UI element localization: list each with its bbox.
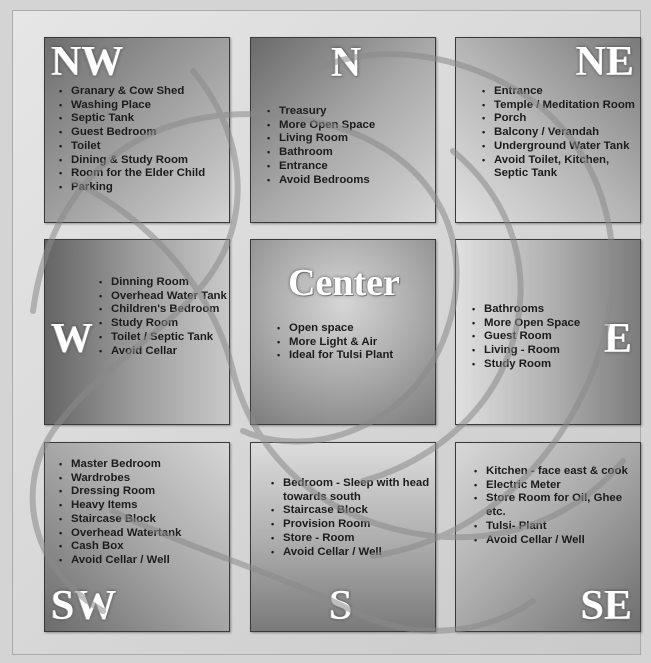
list-item: Study Room [97, 317, 227, 331]
direction-label-w: W [51, 318, 93, 360]
direction-label-center: Center [251, 264, 437, 302]
item-list-se: Kitchen - face east & cook Electric Mete… [472, 465, 636, 547]
item-list-ne: Entrance Temple / Meditation Room Porch … [480, 85, 638, 181]
list-item: Children's Bedroom [97, 303, 227, 317]
list-item: Staircase Block [57, 513, 225, 527]
direction-label-s: S [329, 585, 352, 627]
list-item: Bathroom [265, 146, 431, 160]
list-item: Store Room for Oil, Ghee etc. [472, 492, 636, 519]
list-item: Staircase Block [269, 504, 431, 518]
list-item: Dining & Study Room [57, 154, 225, 168]
list-item: Guest Room [470, 330, 636, 344]
direction-label-se: SE [581, 585, 632, 627]
item-list-n: Treasury More Open Space Living Room Bat… [265, 105, 431, 187]
list-item: Electric Meter [472, 479, 636, 493]
cell-ne: NE Entrance Temple / Meditation Room Por… [455, 37, 641, 223]
item-list-sw: Master Bedroom Wardrobes Dressing Room H… [57, 458, 225, 568]
list-item: Toilet / Septic Tank [97, 331, 227, 345]
list-item: Tulsi- Plant [472, 520, 636, 534]
list-item: Avoid Cellar / Well [57, 554, 225, 568]
list-item: Avoid Toilet, Kitchen, Septic Tank [480, 154, 638, 181]
cell-n: N Treasury More Open Space Living Room B… [250, 37, 436, 223]
cell-center: Center Open space More Light & Air Ideal… [250, 239, 436, 425]
direction-label-n: N [331, 42, 361, 84]
list-item: Heavy Items [57, 499, 225, 513]
direction-label-ne: NE [576, 41, 634, 83]
list-item: Living Room [265, 132, 431, 146]
list-item: Treasury [265, 105, 431, 119]
list-item: Parking [57, 181, 225, 195]
list-item: Granary & Cow Shed [57, 85, 225, 99]
list-item: Avoid Bedrooms [265, 174, 431, 188]
list-item: Temple / Meditation Room [480, 99, 638, 113]
list-item: Avoid Cellar / Well [472, 534, 636, 548]
list-item: Dinning Room [97, 276, 227, 290]
list-item: Ideal for Tulsi Plant [275, 349, 433, 363]
list-item: Living - Room [470, 344, 636, 358]
item-list-w: Dinning Room Overhead Water Tank Childre… [97, 276, 227, 358]
list-item: Wardrobes [57, 472, 225, 486]
list-item: Entrance [265, 160, 431, 174]
list-item: Overhead Water Tank [97, 290, 227, 304]
list-item: More Light & Air [275, 336, 433, 350]
list-item: Bedroom - Sleep with head towards south [269, 477, 431, 504]
direction-label-sw: SW [51, 585, 116, 627]
list-item: Toilet [57, 140, 225, 154]
list-item: Study Room [470, 358, 636, 372]
list-item: Underground Water Tank [480, 140, 638, 154]
list-item: Open space [275, 322, 433, 336]
list-item: Overhead Watertank [57, 527, 225, 541]
list-item: Store - Room [269, 532, 431, 546]
cell-s: Bedroom - Sleep with head towards south … [250, 442, 436, 632]
list-item: Septic Tank [57, 112, 225, 126]
list-item: Balcony / Verandah [480, 126, 638, 140]
list-item: Master Bedroom [57, 458, 225, 472]
list-item: Entrance [480, 85, 638, 99]
cell-nw: NW Granary & Cow Shed Washing Place Sept… [44, 37, 230, 223]
cell-w: W Dinning Room Overhead Water Tank Child… [44, 239, 230, 425]
list-item: Bathrooms [470, 303, 636, 317]
item-list-center: Open space More Light & Air Ideal for Tu… [275, 322, 433, 363]
list-item: Dressing Room [57, 485, 225, 499]
list-item: Porch [480, 112, 638, 126]
list-item: Guest Bedroom [57, 126, 225, 140]
list-item: More Open Space [470, 317, 636, 331]
list-item: Kitchen - face east & cook [472, 465, 636, 479]
item-list-s: Bedroom - Sleep with head towards south … [269, 477, 431, 559]
list-item: More Open Space [265, 119, 431, 133]
direction-label-nw: NW [51, 41, 123, 83]
vastu-grid: NW Granary & Cow Shed Washing Place Sept… [12, 10, 641, 655]
list-item: Avoid Cellar / Well [269, 546, 431, 560]
cell-e: E Bathrooms More Open Space Guest Room L… [455, 239, 641, 425]
list-item: Cash Box [57, 540, 225, 554]
item-list-nw: Granary & Cow Shed Washing Place Septic … [57, 85, 225, 195]
list-item: Room for the Elder Child [57, 167, 225, 181]
cell-se: Kitchen - face east & cook Electric Mete… [455, 442, 641, 632]
item-list-e: Bathrooms More Open Space Guest Room Liv… [470, 303, 636, 372]
cell-sw: Master Bedroom Wardrobes Dressing Room H… [44, 442, 230, 632]
list-item: Washing Place [57, 99, 225, 113]
list-item: Avoid Cellar [97, 345, 227, 359]
list-item: Provision Room [269, 518, 431, 532]
